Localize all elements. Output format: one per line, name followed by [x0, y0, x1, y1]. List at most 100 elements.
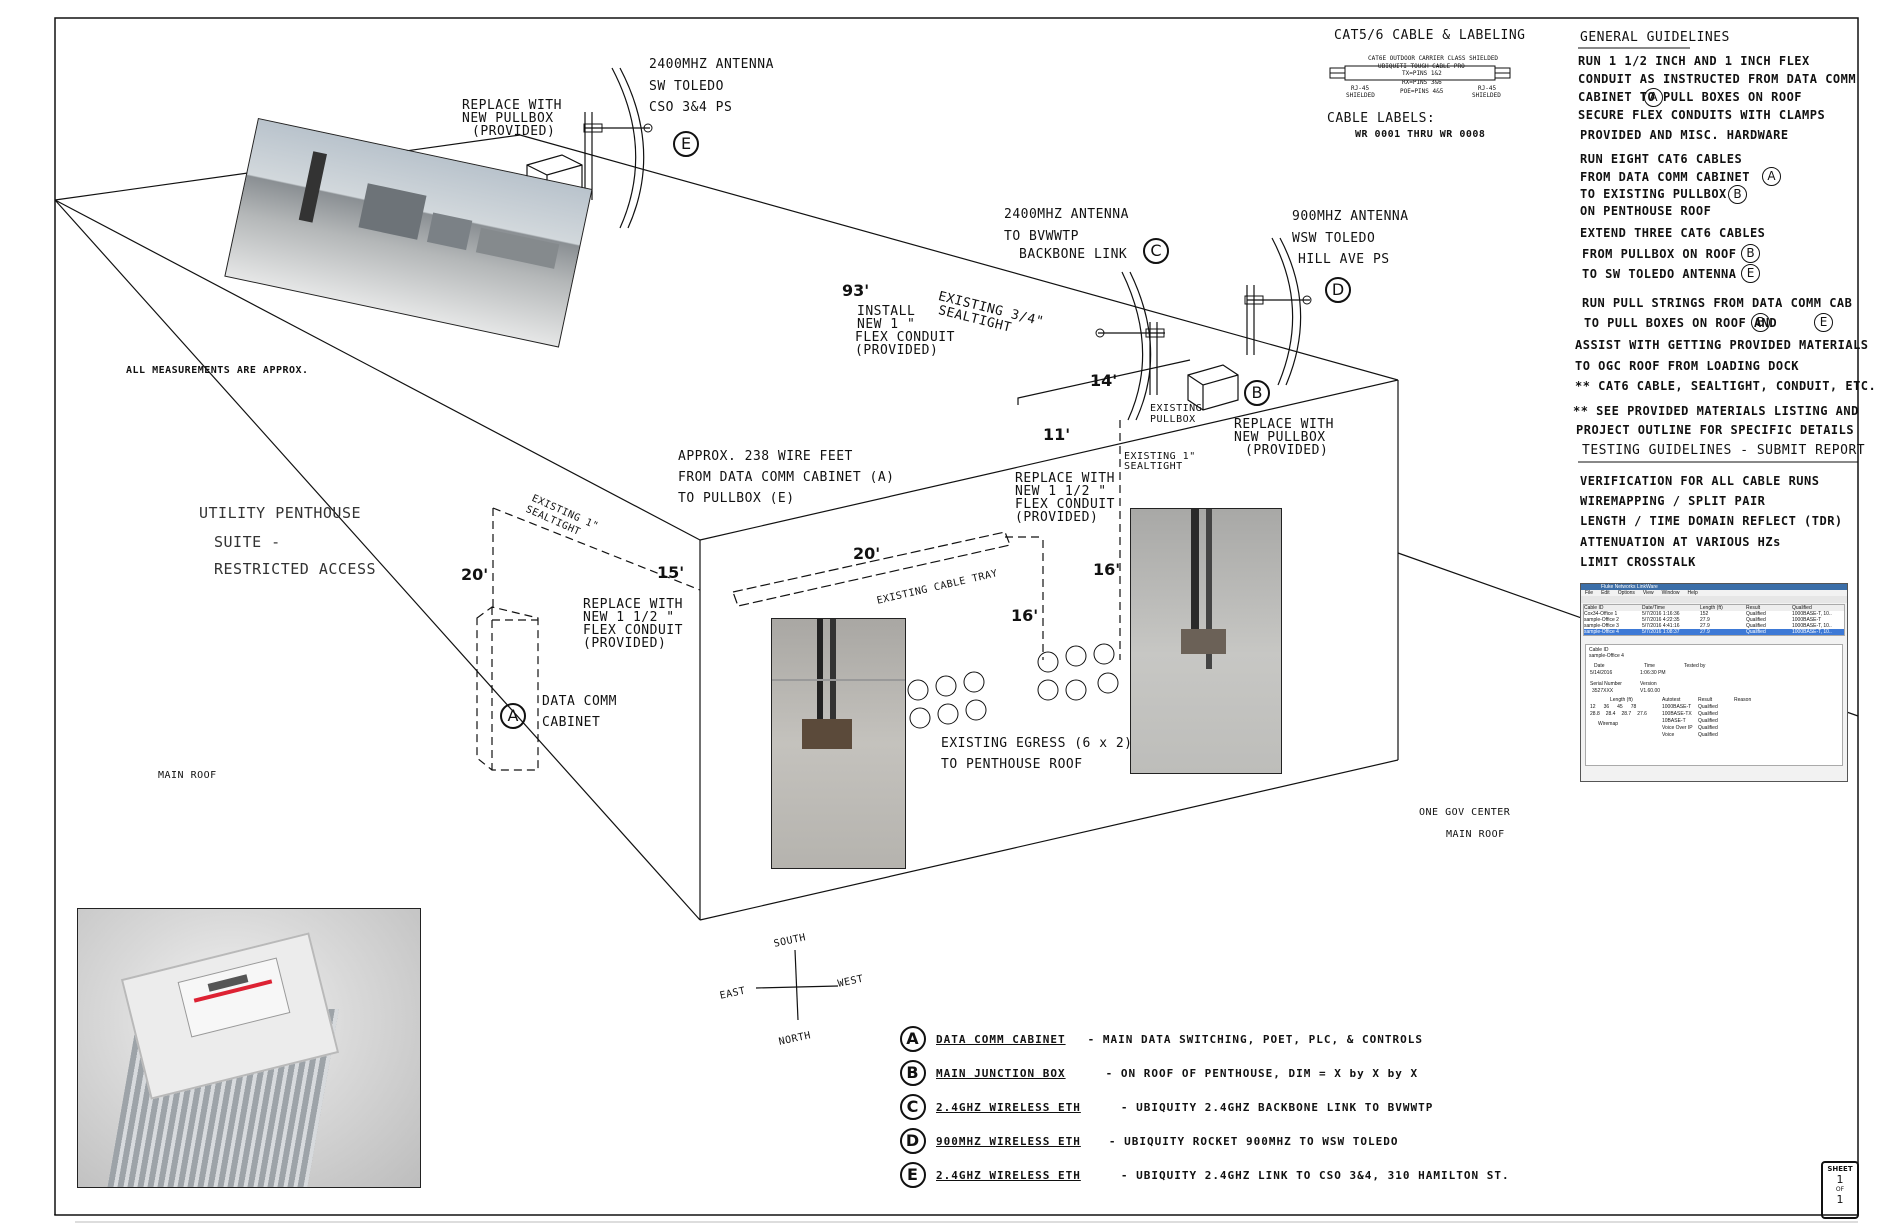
legend-desc: - ON ROOF OF PENTHOUSE, DIM = X by X by …	[1105, 1066, 1419, 1080]
cable-pin-3: POE=PINS 4&5	[1400, 88, 1444, 95]
legend-callout-c: C	[900, 1094, 926, 1120]
legend-name: MAIN JUNCTION BOX	[936, 1066, 1066, 1080]
egress-label-1: EXISTING EGRESS (6 x 2)	[941, 736, 1133, 751]
wire-feet-2: FROM DATA COMM CABINET (A)	[678, 470, 895, 485]
antenna-c-label-1: 2400MHZ ANTENNA	[1004, 207, 1129, 222]
cable-labels-title: CABLE LABELS:	[1327, 111, 1436, 126]
cable-pin-1: TX=PINS 1&2	[1402, 70, 1442, 77]
run-11-label: 11'	[1043, 425, 1071, 444]
guideline-line: CABINET TO PULL BOXES ON ROOF	[1578, 90, 1803, 104]
egress-photo-left	[771, 618, 906, 869]
run-16-left-label: 16'	[1011, 606, 1039, 625]
wire-feet-3: TO PULLBOX (E)	[678, 491, 795, 506]
testing-line: LENGTH / TIME DOMAIN REFLECT (TDR)	[1580, 514, 1843, 528]
guideline-line: FROM PULLBOX ON ROOF	[1582, 247, 1737, 261]
guideline-line: PROVIDED AND MISC. HARDWARE	[1580, 128, 1789, 142]
legend-row-c: C 2.4GHZ WIRELESS ETH - UBIQUITY 2.4GHZ …	[900, 1094, 1434, 1120]
replace-flex-left-1: REPLACE WITH	[583, 597, 683, 612]
callout-b: B	[1244, 380, 1270, 406]
testing-line: WIREMAPPING / SPLIT PAIR	[1580, 494, 1766, 508]
legend-desc: - UBIQUITY ROCKET 900MHZ TO WSW TOLEDO	[1108, 1134, 1399, 1148]
run-20-tray-label: 20'	[853, 544, 881, 563]
egress-label-2: TO PENTHOUSE ROOF	[941, 757, 1083, 772]
replace-flex-top-3: FLEX CONDUIT	[1015, 497, 1115, 512]
antenna-e-label-3: CSO 3&4 PS	[649, 100, 733, 115]
replace-flex-left-3: FLEX CONDUIT	[583, 623, 683, 638]
guideline-line: TO EXISTING PULLBOX	[1580, 187, 1727, 201]
testing-line: ATTENUATION AT VARIOUS HZs	[1580, 535, 1781, 549]
rj-left-2: SHIELDED	[1346, 92, 1375, 99]
install-flex-3: FLEX CONDUIT	[855, 330, 955, 345]
legend-desc: - UBIQUITY 2.4GHZ BACKBONE LINK TO BVWWT…	[1120, 1100, 1434, 1114]
legend-name: 900MHZ WIRELESS ETH	[936, 1134, 1081, 1148]
guideline-line: RUN PULL STRINGS FROM DATA COMM CAB	[1582, 296, 1853, 310]
replace-flex-left-2: NEW 1 1/2 "	[583, 610, 675, 625]
pullbox-b-note-3: (PROVIDED)	[1245, 443, 1329, 458]
guideline-line: RUN 1 1/2 INCH AND 1 INCH FLEX	[1578, 54, 1810, 68]
guideline-line: FROM DATA COMM CABINET	[1580, 170, 1750, 184]
wire-feet-1: APPROX. 238 WIRE FEET	[678, 449, 853, 464]
measurements-note: ALL MEASUREMENTS ARE APPROX.	[126, 365, 309, 376]
sheet-total: 1	[1836, 1193, 1844, 1206]
guideline-callout-a: A	[1644, 88, 1663, 107]
guideline-callout-b: B	[1728, 185, 1747, 204]
rj-left-1: RJ-45	[1351, 85, 1370, 92]
guideline-line: TO SW TOLEDO ANTENNA	[1582, 267, 1737, 281]
antenna-e-label-1: 2400MHZ ANTENNA	[649, 57, 774, 72]
guideline-line: ASSIST WITH GETTING PROVIDED MATERIALS	[1575, 338, 1869, 352]
guideline-callout-e: E	[1741, 264, 1760, 283]
main-roof-label: MAIN ROOF	[158, 770, 217, 781]
pullbox-e-note-1: REPLACE WITH	[462, 98, 562, 113]
penthouse-label-1: UTILITY PENTHOUSE	[199, 504, 362, 522]
guideline-callout-a2: A	[1762, 167, 1781, 186]
rj-right-2: SHIELDED	[1472, 92, 1501, 99]
testing-line: LIMIT CROSSTALK	[1580, 555, 1696, 569]
callout-d: D	[1325, 277, 1351, 303]
antenna-e-label-2: SW TOLEDO	[649, 79, 724, 94]
sheet-number-box: SHEET 1 OF 1	[1821, 1161, 1859, 1219]
antenna-d-label-3: HILL AVE PS	[1298, 252, 1390, 267]
legend-name: DATA COMM CABINET	[936, 1032, 1066, 1046]
cable-brand: UBIQUITI TOUGH CABLE PRO	[1378, 63, 1465, 70]
testing-line: VERIFICATION FOR ALL CABLE RUNS	[1580, 474, 1820, 488]
testing-guidelines-title: TESTING GUIDELINES - SUBMIT REPORT	[1582, 443, 1866, 458]
data-comm-label-1: DATA COMM	[542, 694, 617, 709]
existing-sealtight-right-1: EXISTING 1"	[1124, 451, 1196, 462]
rj-right-1: RJ-45	[1478, 85, 1497, 92]
aerial-building-photo	[77, 908, 421, 1188]
replace-flex-top-2: NEW 1 1/2 "	[1015, 484, 1107, 499]
legend-callout-a: A	[900, 1026, 926, 1052]
legend-name: 2.4GHZ WIRELESS ETH	[936, 1100, 1081, 1114]
legend-callout-d: D	[900, 1128, 926, 1154]
run-14-label: 14'	[1090, 371, 1118, 390]
guideline-line: CONDUIT AS INSTRUCTED FROM DATA COMM	[1578, 72, 1857, 86]
callout-c: C	[1143, 238, 1169, 264]
sheet-label: SHEET	[1827, 1165, 1853, 1173]
guideline-callout-b2: B	[1741, 244, 1760, 263]
pullbox-b-note-2: NEW PULLBOX	[1234, 430, 1326, 445]
sheet-of: OF	[1835, 1186, 1845, 1193]
pullbox-b-note-1: REPLACE WITH	[1234, 417, 1334, 432]
legend-name: 2.4GHZ WIRELESS ETH	[936, 1168, 1081, 1182]
pullbox-e-note-2: NEW PULLBOX	[462, 111, 554, 126]
guideline-line: TO PULL BOXES ON ROOF AND	[1584, 316, 1778, 330]
antenna-c-label-2: TO BVWWTP	[1004, 229, 1079, 244]
install-flex-4: (PROVIDED)	[855, 343, 939, 358]
legend-callout-b: B	[900, 1060, 926, 1086]
gov-center-label-2: MAIN ROOF	[1446, 829, 1505, 840]
callout-e: E	[673, 131, 699, 157]
antenna-d-label-1: 900MHZ ANTENNA	[1292, 209, 1409, 224]
guideline-line: EXTEND THREE CAT6 CABLES	[1580, 226, 1766, 240]
legend-row-a: A DATA COMM CABINET - MAIN DATA SWITCHIN…	[900, 1026, 1423, 1052]
replace-flex-top-1: REPLACE WITH	[1015, 471, 1115, 486]
cable-labels-range: WR 0001 THRU WR 0008	[1355, 129, 1486, 140]
